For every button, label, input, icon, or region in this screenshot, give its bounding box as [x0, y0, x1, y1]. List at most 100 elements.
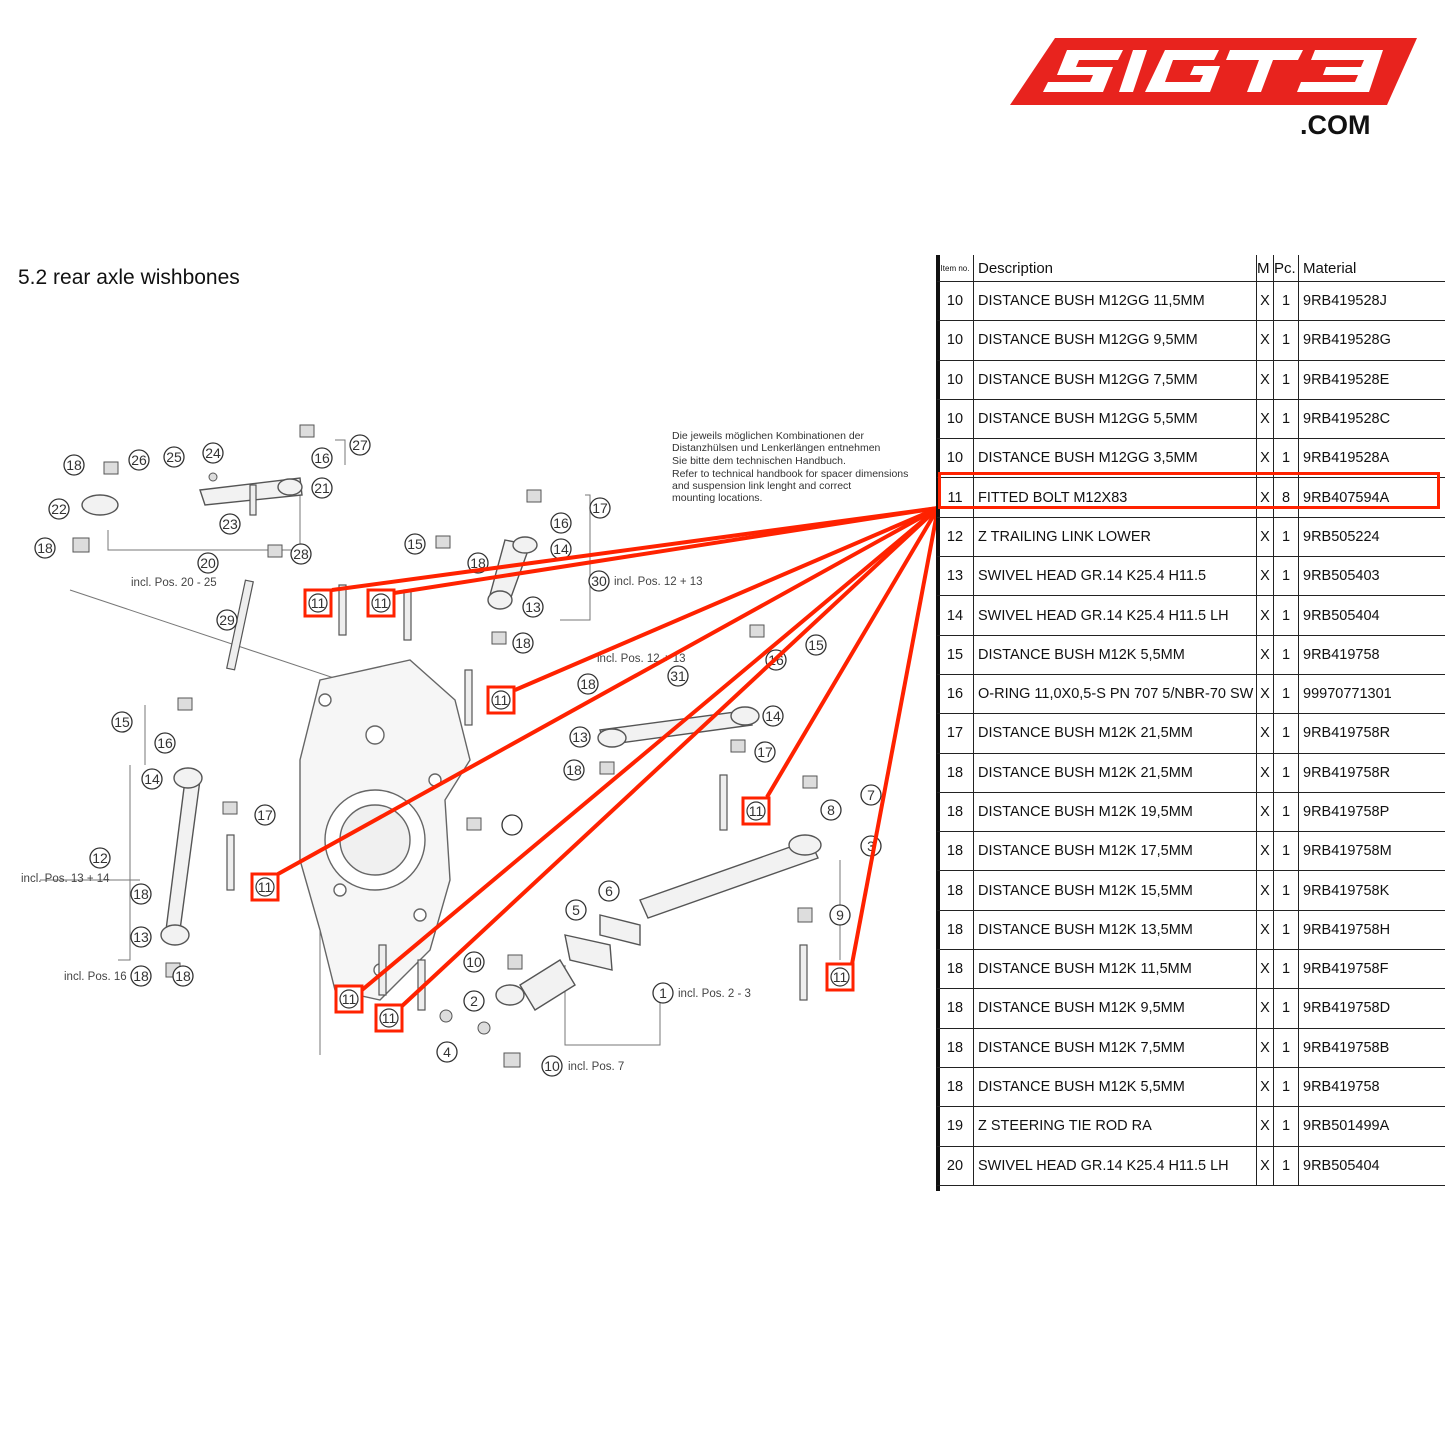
svg-text:18: 18	[175, 968, 191, 984]
svg-text:4: 4	[443, 1044, 451, 1060]
caption: incl. Pos. 20 - 25	[131, 577, 217, 589]
cell-material: 9RB419758H	[1298, 910, 1445, 951]
cell-item: 10	[937, 281, 974, 322]
cell-pc: 1	[1273, 635, 1299, 675]
cell-m: X	[1256, 556, 1274, 597]
cell-item: 18	[937, 753, 974, 793]
cell-material: 9RB419758M	[1298, 831, 1445, 872]
cell-m: X	[1256, 399, 1274, 440]
cell-m: X	[1256, 910, 1274, 951]
cell-m: X	[1256, 517, 1274, 558]
cell-m: X	[1256, 635, 1274, 675]
cell-item: 19	[937, 1106, 974, 1147]
cell-material: 9RB419528A	[1298, 438, 1445, 479]
cell-description: DISTANCE BUSH M12K 21,5MM	[973, 713, 1257, 754]
svg-text:17: 17	[257, 807, 273, 823]
cell-pc: 8	[1273, 477, 1299, 518]
cell-description: DISTANCE BUSH M12GG 7,5MM	[973, 360, 1257, 400]
item-11-marker: 11	[258, 879, 273, 895]
cell-description: DISTANCE BUSH M12K 19,5MM	[973, 792, 1257, 833]
svg-text:10: 10	[544, 1058, 560, 1074]
cell-item: 18	[937, 910, 974, 951]
svg-text:20: 20	[200, 555, 216, 571]
cell-item: 18	[937, 792, 974, 833]
cell-item: 18	[937, 949, 974, 990]
cell-material: 9RB419758D	[1298, 988, 1445, 1029]
svg-text:18: 18	[566, 762, 582, 778]
cell-material: 9RB419528E	[1298, 360, 1445, 400]
svg-text:8: 8	[827, 802, 835, 818]
cell-item: 11	[937, 477, 974, 518]
cell-pc: 1	[1273, 910, 1299, 951]
svg-text:mounting locations.: mounting locations.	[672, 492, 762, 504]
cell-m: X	[1256, 674, 1274, 715]
cell-pc: 1	[1273, 792, 1299, 833]
highlight-leaders	[277, 506, 940, 1008]
cell-description: DISTANCE BUSH M12K 17,5MM	[973, 831, 1257, 872]
svg-text:18: 18	[133, 968, 149, 984]
cell-item: 18	[937, 1028, 974, 1068]
header-item: Item no.	[937, 255, 974, 282]
cell-description: DISTANCE BUSH M12K 15,5MM	[973, 870, 1257, 911]
caption: incl. Pos. 13 + 14	[21, 873, 110, 885]
svg-text:26: 26	[131, 452, 147, 468]
cell-item: 18	[937, 988, 974, 1029]
cell-material: 99970771301	[1298, 674, 1445, 715]
cell-pc: 1	[1273, 949, 1299, 990]
cell-item: 18	[937, 831, 974, 872]
cell-pc: 1	[1273, 713, 1299, 754]
cell-item: 10	[937, 399, 974, 440]
cell-material: 9RB419528J	[1298, 281, 1445, 322]
cell-pc: 1	[1273, 360, 1299, 400]
cell-m: X	[1256, 713, 1274, 754]
cell-m: X	[1256, 1067, 1274, 1108]
cell-description: DISTANCE BUSH M12K 11,5MM	[973, 949, 1257, 990]
cell-pc: 1	[1273, 831, 1299, 872]
svg-text:18: 18	[515, 635, 531, 651]
svg-text:16: 16	[314, 450, 330, 466]
header-pc: Pc.	[1273, 255, 1299, 282]
svg-text:Sie bitte dem technischen Hand: Sie bitte dem technischen Handbuch.	[672, 455, 846, 467]
cell-m: X	[1256, 281, 1274, 322]
cell-m: X	[1256, 320, 1274, 361]
cell-item: 15	[937, 635, 974, 675]
cell-m: X	[1256, 988, 1274, 1029]
cell-m: X	[1256, 949, 1274, 990]
svg-text:15: 15	[407, 536, 423, 552]
cell-pc: 1	[1273, 556, 1299, 597]
cell-description: DISTANCE BUSH M12GG 5,5MM	[973, 399, 1257, 440]
svg-text:18: 18	[37, 540, 53, 556]
cell-m: X	[1256, 870, 1274, 911]
highlighted-row-frame	[938, 472, 1440, 509]
svg-text:15: 15	[808, 637, 824, 653]
svg-text:13: 13	[133, 929, 149, 945]
svg-text:16: 16	[157, 735, 173, 751]
svg-text:5: 5	[572, 902, 580, 918]
svg-text:15: 15	[114, 714, 130, 730]
cell-description: SWIVEL HEAD GR.14 K25.4 H11.5 LH	[973, 1146, 1257, 1186]
cell-pc: 1	[1273, 674, 1299, 715]
svg-text:13: 13	[525, 599, 541, 615]
svg-text:14: 14	[144, 771, 160, 787]
cell-pc: 1	[1273, 1106, 1299, 1147]
cell-m: X	[1256, 831, 1274, 872]
cell-m: X	[1256, 595, 1274, 636]
cell-item: 14	[937, 595, 974, 636]
cell-item: 13	[937, 556, 974, 597]
item-11-marker: 11	[342, 991, 357, 1007]
cell-description: DISTANCE BUSH M12K 9,5MM	[973, 988, 1257, 1029]
svg-text:Distanzhülsen und Lenkerlängen: Distanzhülsen und Lenkerlängen entnehmen	[672, 442, 881, 454]
